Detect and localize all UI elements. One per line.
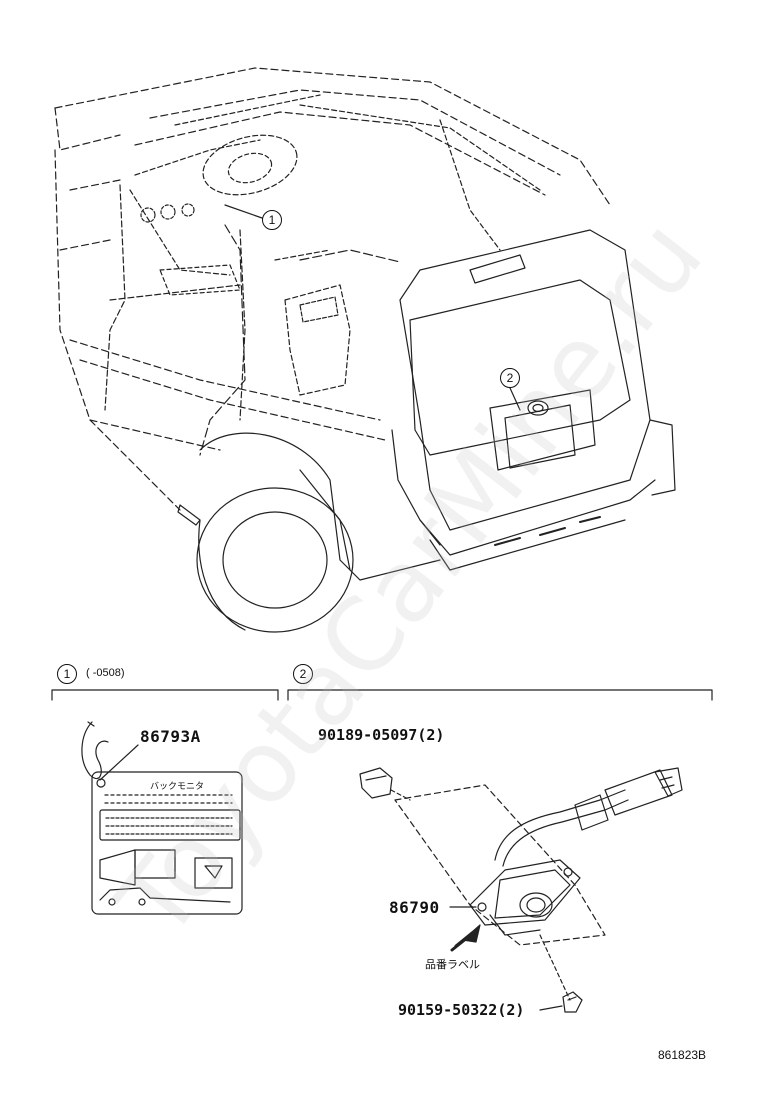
part-number-screw: 90159-50322(2) xyxy=(398,1001,525,1019)
diagram-code: 861823B xyxy=(658,1048,707,1062)
label-drawing xyxy=(81,721,243,915)
label-title: バックモニタ xyxy=(150,782,205,792)
section2-marker: 2 xyxy=(293,664,313,684)
section2-bracket xyxy=(287,689,713,701)
part-label-note: 品番ラベル xyxy=(425,958,480,971)
callout-2: 2 xyxy=(500,368,520,388)
section1-range: ( -0508) xyxy=(86,667,125,679)
part-number-camera: 86790 xyxy=(389,898,440,917)
section1-bracket xyxy=(51,689,279,701)
section1-marker: 1 xyxy=(57,664,77,684)
part-number-clip: 90189-05097(2) xyxy=(318,726,445,744)
callout-1: 1 xyxy=(262,210,282,230)
part-number-86793a: 86793A xyxy=(140,727,201,746)
camera-drawing xyxy=(359,767,683,1013)
vehicle-illustration xyxy=(54,67,676,633)
